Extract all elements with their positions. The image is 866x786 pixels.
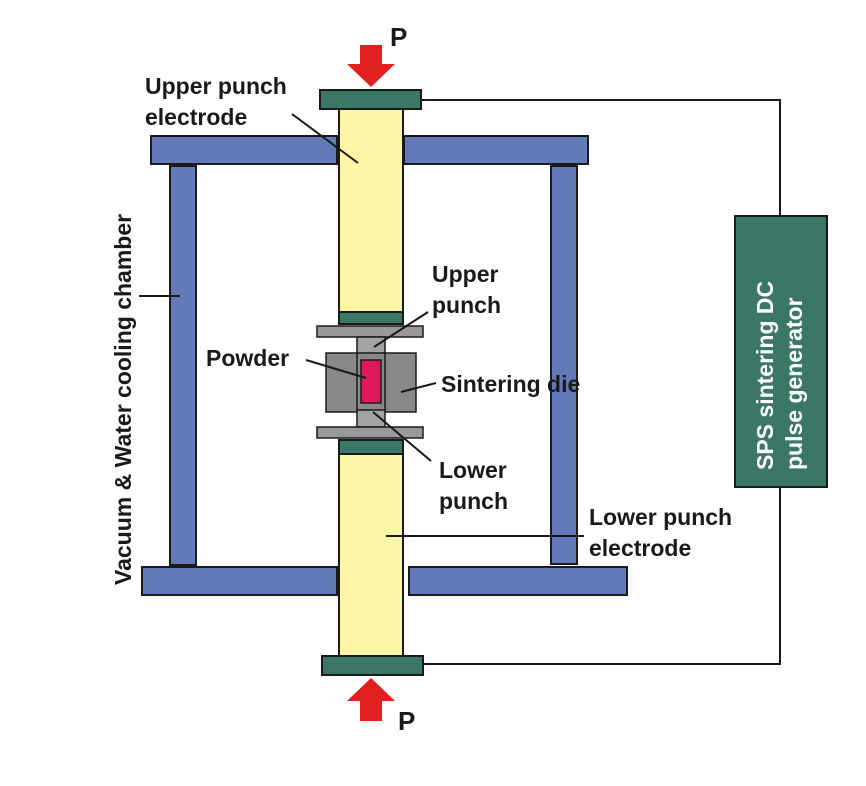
leader-sintering-die bbox=[400, 382, 437, 393]
lower-punch-electrode-label: Lower punch electrode bbox=[589, 504, 739, 561]
leader-upper-electrode bbox=[291, 113, 359, 164]
lower-punch-electrode-label-line1: Lower punch bbox=[589, 504, 732, 530]
lower-punch-label-line1: Lower bbox=[439, 457, 507, 483]
generator-label-line2: pulse generator bbox=[781, 297, 807, 470]
powder-label: Powder bbox=[206, 345, 289, 371]
upper-punch-electrode-label: Upper punch electrode bbox=[145, 73, 293, 130]
dc-pulse-generator bbox=[734, 215, 828, 488]
lower-wire bbox=[423, 487, 781, 665]
chamber-bottom-left-bar bbox=[141, 566, 338, 596]
upper-wire bbox=[421, 99, 781, 216]
upper-cap-plate bbox=[319, 89, 422, 110]
upper-electrode-base bbox=[338, 311, 404, 325]
lower-cap-plate bbox=[321, 655, 424, 676]
pressure-arrow-top bbox=[347, 45, 395, 87]
leader-powder bbox=[305, 359, 367, 379]
chamber-top-right-bar bbox=[403, 135, 589, 165]
lower-electrode bbox=[338, 453, 404, 657]
chamber-right-post bbox=[550, 165, 578, 565]
generator-label: SPS sintering DC pulse generator bbox=[752, 274, 807, 470]
pressure-arrow-bottom bbox=[347, 678, 395, 721]
powder bbox=[360, 359, 382, 404]
lower-spacer bbox=[316, 426, 424, 439]
lower-punch-label: Lower punch bbox=[439, 457, 513, 514]
upper-punch-label: Upper punch bbox=[432, 261, 505, 318]
upper-electrode bbox=[338, 108, 404, 313]
sintering-die-right bbox=[383, 352, 417, 413]
upper-punch-label-line2: punch bbox=[432, 292, 501, 318]
lower-punch-label-line2: punch bbox=[439, 488, 508, 514]
pressure-label-bottom: P bbox=[398, 706, 415, 736]
leader-upper-punch bbox=[373, 311, 429, 348]
chamber-top-left-bar bbox=[150, 135, 338, 165]
lower-electrode-top bbox=[338, 439, 404, 455]
pressure-label-top: P bbox=[390, 22, 407, 52]
sintering-die-left bbox=[325, 352, 359, 413]
leader-lower-punch bbox=[372, 411, 432, 462]
upper-punch-label-line1: Upper bbox=[432, 261, 499, 287]
upper-spacer bbox=[316, 325, 424, 338]
upper-punch-electrode-label-line2: electrode bbox=[145, 104, 247, 130]
chamber-label: Vacuum & Water cooling chamber bbox=[110, 214, 136, 585]
chamber-bottom-right-bar bbox=[408, 566, 628, 596]
lower-punch-electrode-label-line2: electrode bbox=[589, 535, 691, 561]
chamber-left-post bbox=[169, 165, 197, 566]
generator-label-line1: SPS sintering DC bbox=[752, 281, 778, 470]
upper-punch-electrode-label-line1: Upper punch bbox=[145, 73, 287, 99]
sintering-die-label: Sintering die bbox=[441, 371, 580, 397]
